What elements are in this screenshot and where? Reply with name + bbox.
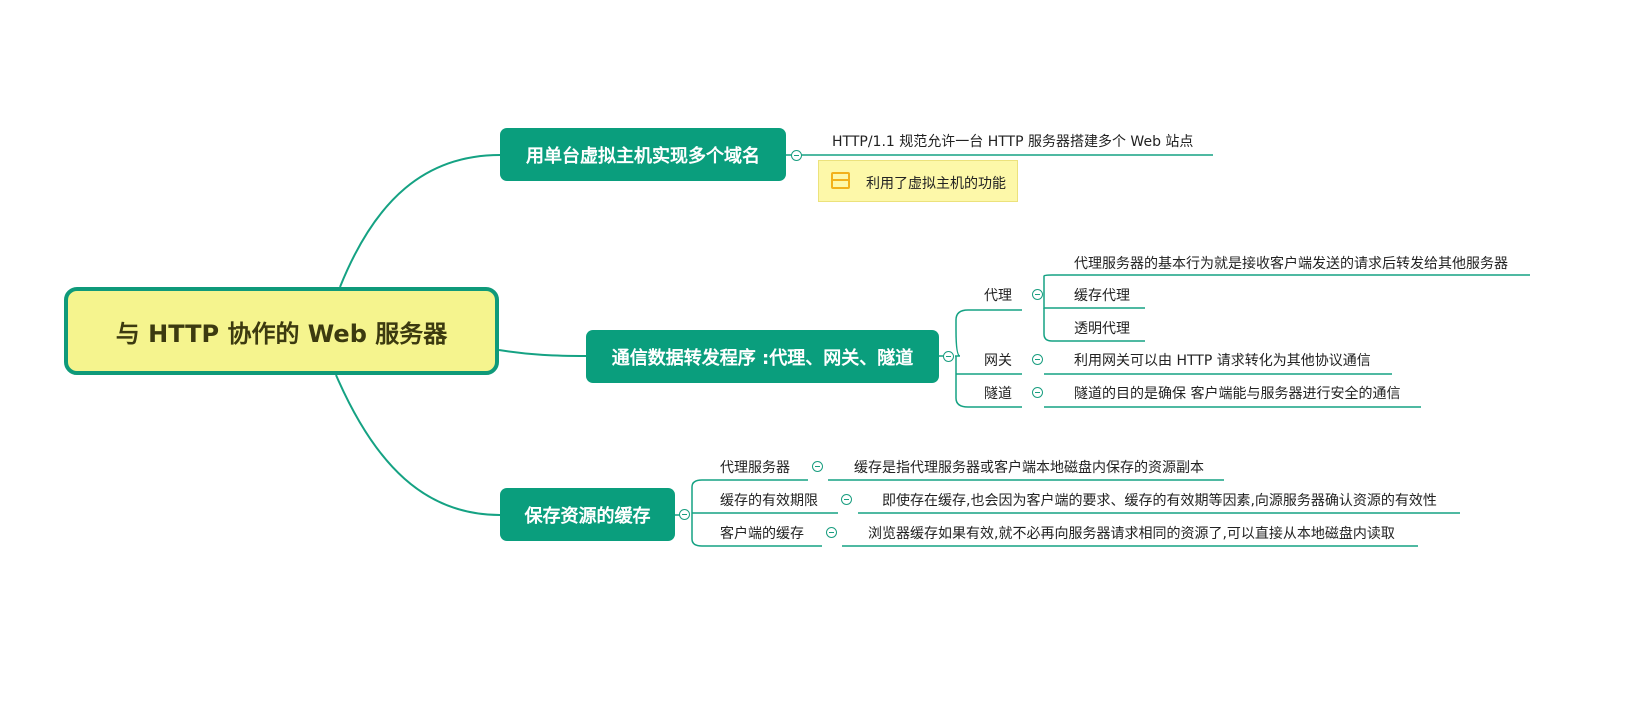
collapse-icon[interactable] — [1032, 354, 1043, 365]
topic-cache-label: 保存资源的缓存 — [524, 505, 651, 527]
collapse-icon[interactable] — [1032, 387, 1043, 398]
proxy-detail-2[interactable]: 缓存代理 — [1074, 288, 1130, 304]
link-proxy-detail-3 — [1043, 308, 1145, 342]
collapse-icon[interactable] — [826, 527, 837, 538]
proxy-detail-3[interactable]: 透明代理 — [1074, 321, 1130, 337]
central-topic[interactable]: 与 HTTP 协作的 Web 服务器 — [64, 287, 499, 375]
collapse-icon[interactable] — [812, 461, 823, 472]
subtopic-proxy[interactable]: 代理 — [984, 288, 1012, 304]
proxy-detail-1[interactable]: 代理服务器的基本行为就是接收客户端发送的请求后转发给其他服务器 — [1074, 256, 1508, 272]
link-root-branch-1 — [339, 154, 501, 288]
link-proxy-server — [691, 479, 808, 515]
link-proxy — [955, 309, 1022, 357]
link-root-branch-2 — [498, 349, 587, 357]
collapse-icon[interactable] — [791, 150, 802, 161]
note-box[interactable]: 利用了虚拟主机的功能 — [818, 160, 1018, 202]
topic-forwarding[interactable]: 通信数据转发程序 :代理、网关、隧道 — [586, 330, 939, 383]
collapse-icon[interactable] — [943, 351, 954, 362]
note-icon — [831, 172, 850, 189]
subtopic-client-cache[interactable]: 客户端的缓存 — [720, 526, 804, 542]
topic-forwarding-label: 通信数据转发程序 :代理、网关、隧道 — [611, 347, 914, 369]
topic-virtual-host-label: 用单台虚拟主机实现多个域名 — [526, 145, 760, 167]
cache-validity-detail[interactable]: 即使存在缓存,也会因为客户端的要求、缓存的有效期等因素,向源服务器确认资源的有效… — [882, 493, 1437, 509]
subtopic-proxy-server[interactable]: 代理服务器 — [720, 460, 790, 476]
central-topic-label: 与 HTTP 协作的 Web 服务器 — [115, 319, 448, 348]
note-text: 利用了虚拟主机的功能 — [866, 176, 1006, 192]
collapse-icon[interactable] — [841, 494, 852, 505]
link-client-cache — [691, 515, 822, 547]
topic-virtual-host[interactable]: 用单台虚拟主机实现多个域名 — [500, 128, 786, 181]
tunnel-detail[interactable]: 隧道的目的是确保 客户端能与服务器进行安全的通信 — [1074, 386, 1401, 402]
virtual-host-detail[interactable]: HTTP/1.1 规范允许一台 HTTP 服务器搭建多个 Web 站点 — [832, 134, 1194, 150]
subtopic-cache-validity[interactable]: 缓存的有效期限 — [720, 493, 818, 509]
link-root-branch-3 — [335, 374, 501, 516]
link-tunnel — [955, 356, 1022, 408]
subtopic-gateway[interactable]: 网关 — [984, 353, 1012, 369]
collapse-icon[interactable] — [1032, 289, 1043, 300]
topic-cache[interactable]: 保存资源的缓存 — [500, 488, 675, 541]
proxy-server-detail[interactable]: 缓存是指代理服务器或客户端本地磁盘内保存的资源副本 — [854, 460, 1204, 476]
collapse-icon[interactable] — [679, 509, 690, 520]
link-proxy-detail-1 — [1043, 274, 1530, 294]
client-cache-detail[interactable]: 浏览器缓存如果有效,就不必再向服务器请求相同的资源了,可以直接从本地磁盘内读取 — [868, 526, 1395, 542]
subtopic-tunnel[interactable]: 隧道 — [984, 386, 1012, 402]
gateway-detail[interactable]: 利用网关可以由 HTTP 请求转化为其他协议通信 — [1074, 353, 1371, 369]
